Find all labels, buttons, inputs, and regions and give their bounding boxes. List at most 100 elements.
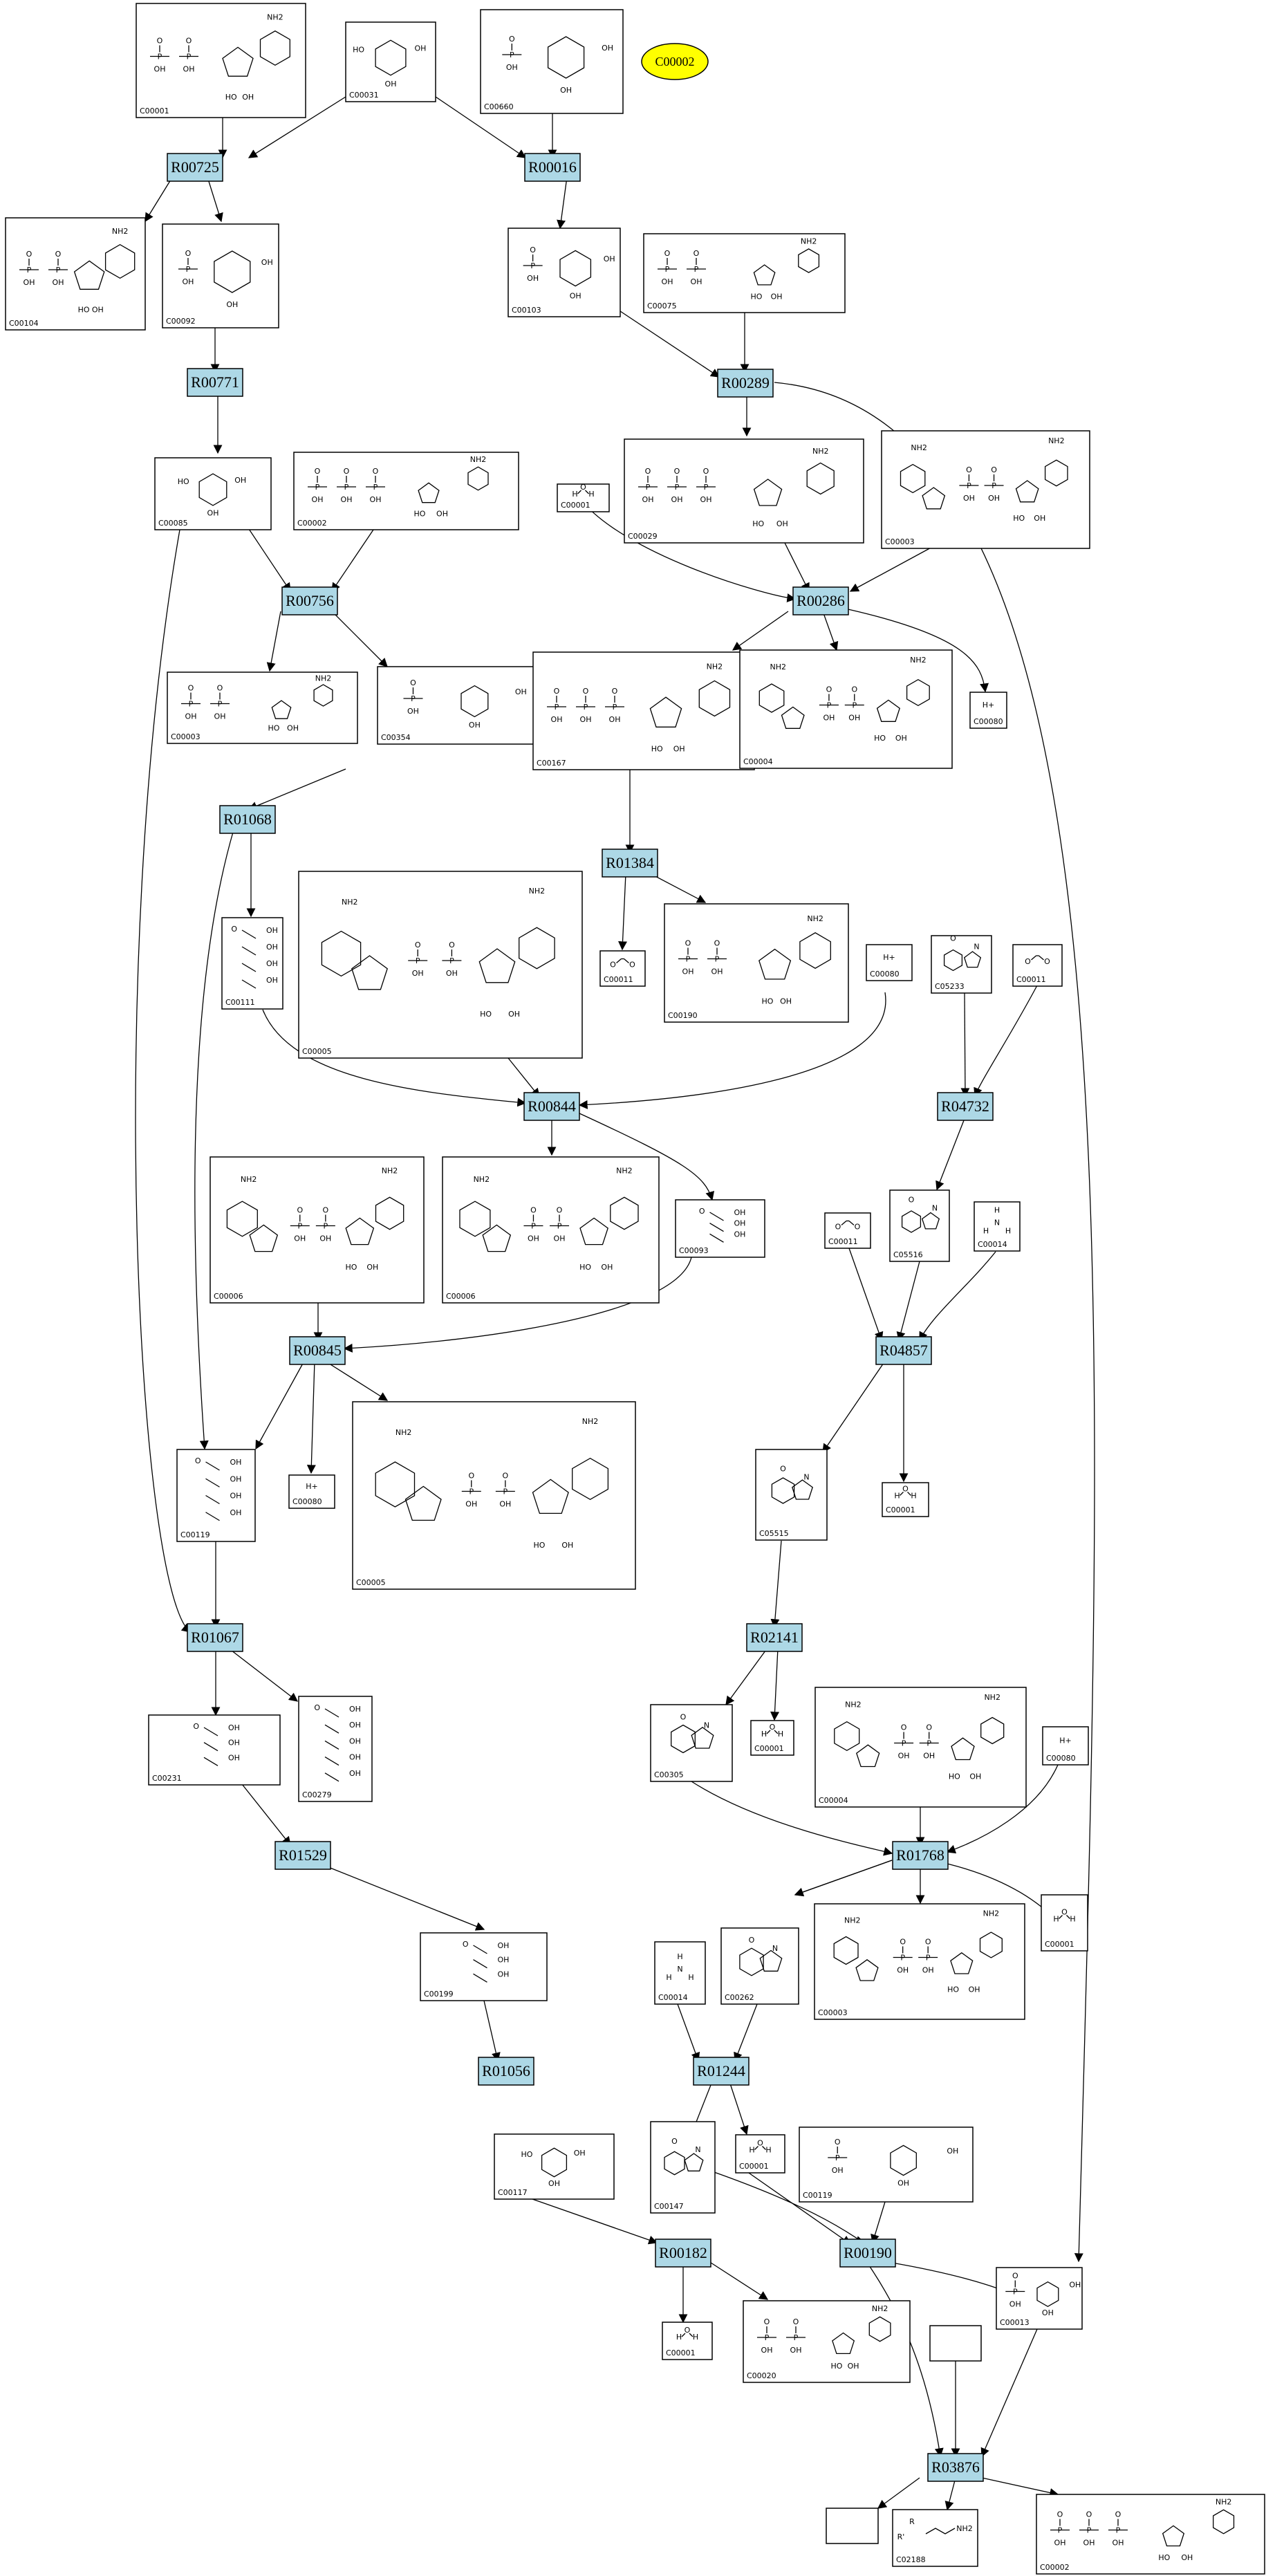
svg-text:P: P [1116, 2526, 1121, 2535]
compound-box [1041, 1894, 1088, 1952]
reaction-node[interactable]: R00190 [839, 2239, 896, 2268]
compound-label: C00001 [140, 106, 169, 115]
compound-node[interactable]: H+C00080 [866, 944, 913, 981]
reaction-node[interactable]: R00771 [187, 368, 243, 397]
reaction-node[interactable]: R03876 [927, 2453, 984, 2482]
compound-box [293, 452, 519, 530]
reaction-node[interactable]: R00844 [523, 1092, 580, 1121]
reaction-node[interactable]: R01244 [693, 2057, 750, 2086]
empty-node[interactable] [929, 2325, 982, 2362]
edge-arrow [207, 176, 223, 223]
reaction-node[interactable]: R01068 [219, 805, 276, 834]
reaction-node[interactable]: R01056 [478, 2057, 534, 2086]
reaction-node[interactable]: R01768 [892, 1841, 949, 1870]
reaction-node[interactable]: R00286 [792, 586, 849, 615]
compound-node[interactable]: H+C00080 [969, 692, 1007, 729]
compound-label: C00005 [302, 1047, 332, 1056]
compound-label: C00104 [9, 319, 39, 328]
reaction-node[interactable]: R00756 [281, 586, 338, 615]
reaction-node[interactable]: R01384 [602, 849, 658, 878]
reaction-node[interactable]: R04732 [937, 1092, 994, 1121]
edge-arrow [867, 2263, 944, 2458]
compound-box [508, 228, 621, 317]
highlighted-compound[interactable]: C00002 [641, 43, 709, 80]
empty-node[interactable] [826, 2508, 879, 2544]
compound-node[interactable]: H+C00080 [1042, 1726, 1089, 1766]
reaction-node[interactable]: R00016 [524, 153, 581, 182]
reaction-node[interactable]: R00289 [717, 369, 774, 398]
compound-label: C00117 [498, 2188, 528, 2197]
reaction-node[interactable]: R00725 [167, 153, 223, 182]
compound-node[interactable]: H+C00080 [288, 1474, 335, 1509]
compound-box [298, 1696, 373, 1802]
reaction-node[interactable]: R00845 [289, 1336, 346, 1365]
svg-text:OH: OH [604, 254, 615, 263]
reaction-node[interactable]: R02141 [746, 1623, 803, 1652]
reaction-node[interactable]: R04857 [875, 1336, 932, 1365]
svg-text:H: H [778, 1730, 783, 1739]
svg-text:P: P [449, 956, 454, 965]
reaction-node[interactable]: R01067 [187, 1623, 243, 1652]
reaction-node[interactable]: R01529 [274, 1841, 331, 1870]
compound-label: C00119 [180, 1530, 210, 1539]
svg-text:OH: OH [349, 1736, 361, 1745]
reaction-node[interactable]: R00182 [655, 2239, 711, 2268]
compound-label: C00080 [974, 717, 1003, 726]
svg-text:O: O [580, 483, 586, 492]
